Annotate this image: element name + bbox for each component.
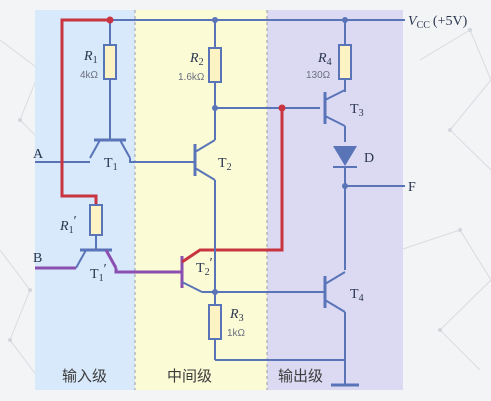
output-stage-panel xyxy=(267,10,403,390)
r2-label: R2 xyxy=(189,51,204,68)
input-stage-panel xyxy=(35,10,135,390)
highlight-wire-input xyxy=(60,18,110,205)
r3-value: 1kΩ xyxy=(227,328,246,339)
resistor-r4 xyxy=(338,44,352,80)
resistor-r1-prime xyxy=(89,204,103,236)
output-f-label: F xyxy=(408,180,416,195)
input-stage-label: 输入级 xyxy=(62,367,107,385)
r3-label: R3 xyxy=(229,307,244,324)
t1-label: T1 xyxy=(104,156,118,173)
t2-label: T2 xyxy=(218,156,232,173)
middle-stage-label: 中间级 xyxy=(167,367,212,385)
r4-value: 130Ω xyxy=(306,70,331,81)
t1-prime-label: T1′ xyxy=(90,262,107,284)
input-a-label: A xyxy=(33,147,44,162)
diode-d xyxy=(333,146,357,166)
resistor-r3 xyxy=(208,304,222,340)
highlight-wire-middle xyxy=(181,108,284,264)
t4-label: T4 xyxy=(350,287,364,304)
r1-label: R1 xyxy=(83,49,98,66)
output-stage-label: 输出级 xyxy=(278,367,323,385)
r1-value: 4kΩ xyxy=(80,70,99,81)
t3-label: T3 xyxy=(350,102,364,119)
vcc-label: VCC(+5V) xyxy=(408,14,468,31)
r2-value: 1.6kΩ xyxy=(178,72,205,83)
diode-label: D xyxy=(364,151,374,166)
input-b-label: B xyxy=(33,251,42,266)
resistor-r2 xyxy=(208,47,222,83)
t2-prime-label: T2′ xyxy=(196,256,213,278)
r4-label: R4 xyxy=(317,51,332,68)
resistor-r1 xyxy=(103,44,117,80)
middle-stage-panel xyxy=(135,10,267,390)
r1-prime-label: R1′ xyxy=(59,214,77,236)
